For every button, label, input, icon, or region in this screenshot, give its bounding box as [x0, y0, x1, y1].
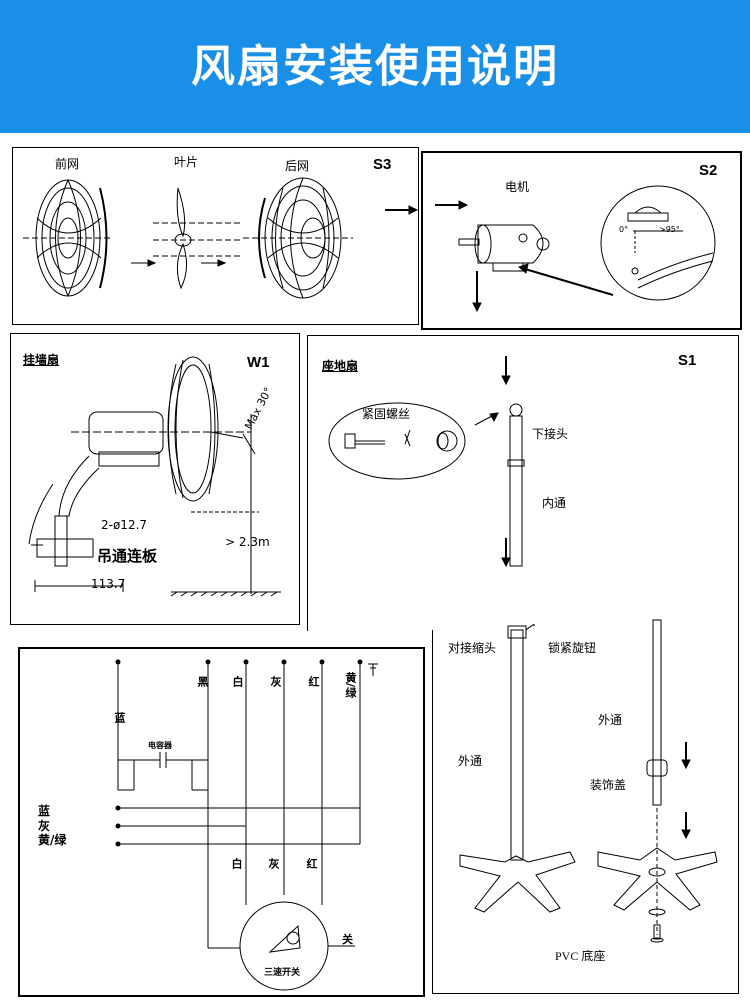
switch-label: 三速开关: [264, 968, 301, 978]
tilt-detail-drawing: [600, 185, 716, 301]
lower-joint-label: 下接头: [532, 427, 569, 441]
panel-wiring: [18, 647, 425, 997]
panel-w1: 挂墙扇 W1 Max 30° 2-ø12.7 吊通连板 > 2.3m 113.7: [10, 333, 300, 625]
w1-height-label: > 2.3m: [225, 535, 270, 549]
s2-arrows: [435, 200, 614, 313]
angle-b-label: >95°: [659, 225, 680, 234]
panel-s1: [307, 335, 739, 631]
base-label: PVC 底座: [555, 949, 606, 963]
lower-white-label: 白: [230, 858, 243, 869]
reducer-label: 对接缩头: [448, 641, 497, 655]
s1-tag: S1: [678, 352, 697, 369]
off-label: 关: [342, 933, 353, 946]
front-grille-label: 前网: [55, 157, 80, 171]
wire-black-label: 黑: [196, 676, 209, 687]
w1-bracket-label: 吊通连板: [97, 547, 158, 565]
rear-grille-drawing: [243, 177, 353, 299]
wall-fan-drawing: [28, 356, 281, 597]
wire-grey-label: 灰: [269, 676, 282, 687]
capacitor-label: 电容器: [148, 741, 172, 750]
front-grille-drawing: [23, 179, 113, 297]
motor-label: 电机: [505, 180, 530, 194]
legend-grey-label: 灰: [38, 819, 51, 833]
lower-red-label: 红: [305, 858, 318, 869]
blade-drawing: [153, 187, 243, 290]
wire-yg-label: 黄/绿: [344, 672, 357, 699]
s1-title: 座地扇: [322, 359, 359, 373]
header-banner: 风扇安装使用说明: [0, 0, 750, 133]
s3-arrows: [131, 205, 418, 267]
outer-tube-right-label: 外通: [598, 713, 623, 727]
motor-drawing: [458, 224, 550, 272]
cover-label: 装饰盖: [590, 778, 627, 792]
blade-label: 叶片: [174, 155, 199, 169]
panel-s2: 电机 S2 0° >95°: [421, 151, 742, 330]
s3-tag: S3: [373, 156, 392, 173]
w1-holes-label: 2-ø12.7: [101, 518, 148, 532]
page-title: 风扇安装使用说明: [191, 41, 559, 92]
screws-label: 紧固螺丝: [362, 407, 411, 421]
legend-blue-label: 蓝: [38, 804, 51, 818]
s3-drawing: [23, 177, 418, 299]
wire-white-label: 白: [231, 676, 244, 687]
w1-title: 挂墙扇: [23, 353, 60, 367]
lower-grey-label: 灰: [267, 858, 280, 869]
s2-tag: S2: [699, 162, 718, 179]
panel-s1-lower: [432, 630, 739, 994]
wire-blue-label: 蓝: [113, 712, 126, 723]
inner-tube-label: 内通: [542, 496, 567, 510]
w1-drawing: [28, 356, 281, 597]
angle-a-label: 0°: [619, 225, 629, 234]
panel-s3: 前网 叶片 后网 S3: [12, 147, 419, 325]
outer-tube-left-label: 外通: [458, 754, 483, 768]
legend-yg-label: 黄/绿: [38, 833, 67, 847]
w1-width-label: 113.7: [91, 577, 126, 591]
lock-knob-label: 锁紧旋钮: [548, 641, 597, 655]
wire-red-label: 红: [307, 676, 320, 687]
rear-grille-label: 后网: [285, 159, 310, 173]
s2-drawing: [435, 185, 716, 313]
w1-tag: W1: [247, 354, 270, 371]
